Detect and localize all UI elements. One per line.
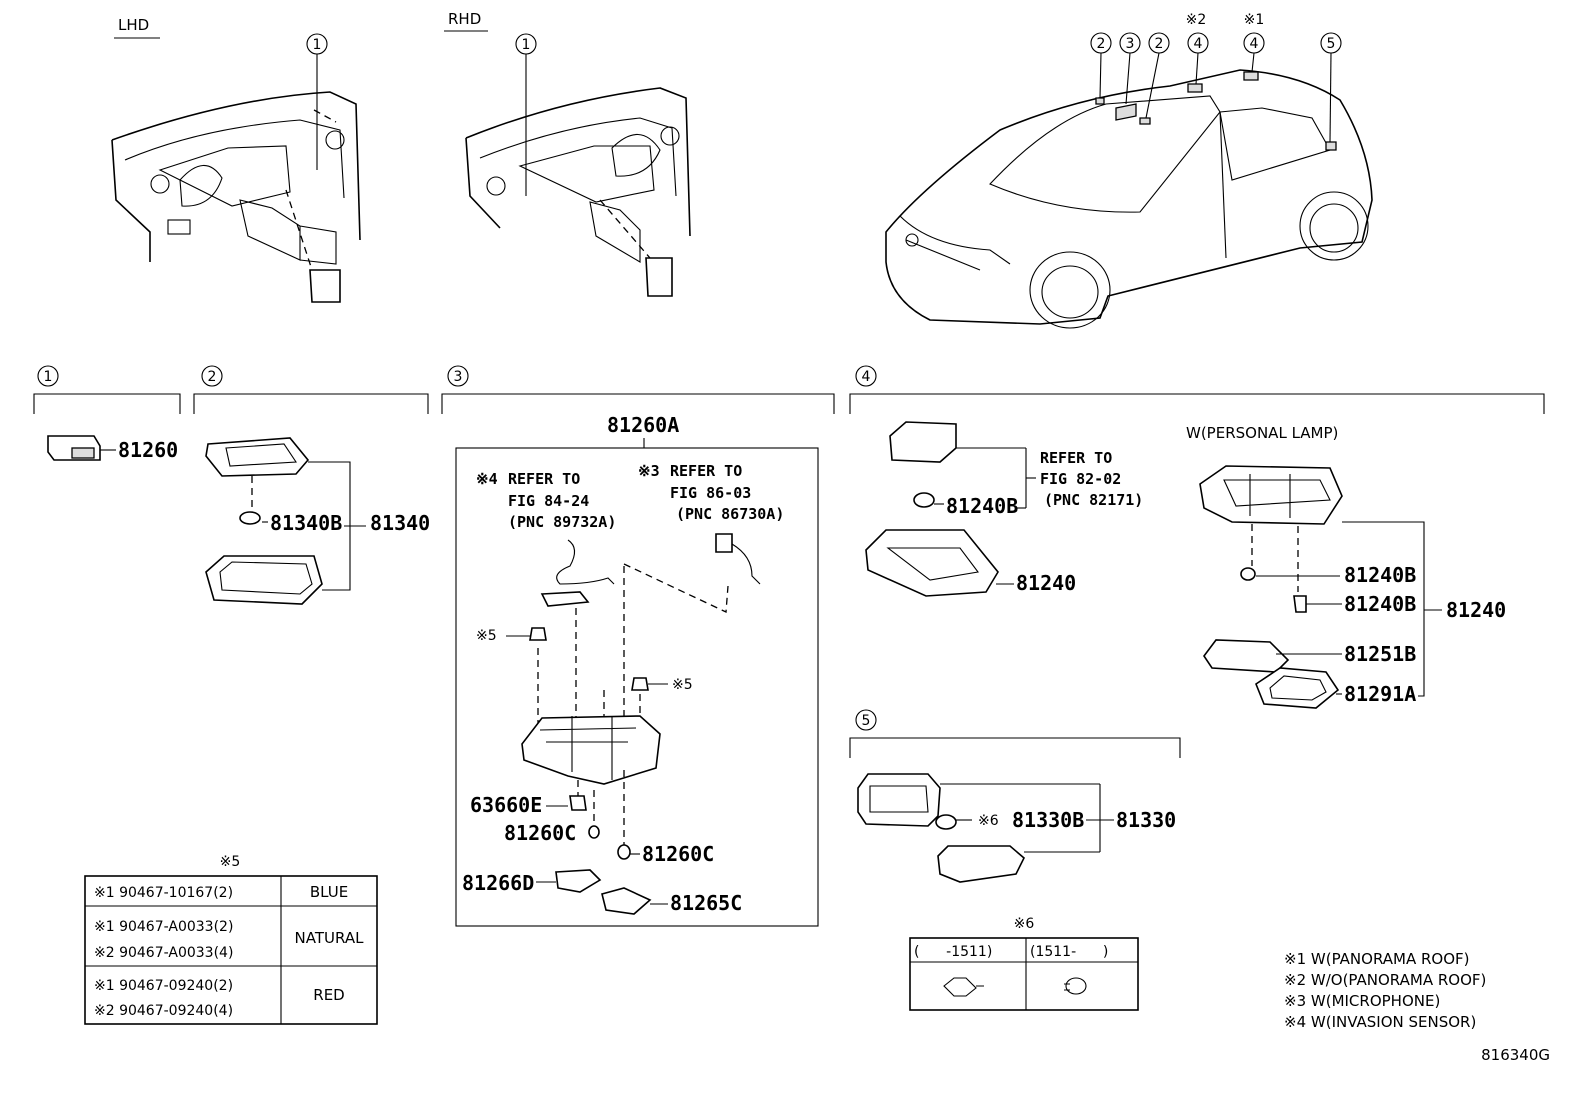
table6-title: ※6 bbox=[1014, 916, 1035, 932]
svg-text:※5: ※5 bbox=[476, 628, 497, 644]
svg-text:1: 1 bbox=[313, 37, 322, 53]
rhd-label: RHD bbox=[448, 10, 481, 28]
legend-1: ※1 W(PANORAMA ROOF) bbox=[1284, 950, 1470, 968]
table5-title: ※5 bbox=[220, 854, 241, 870]
svg-text:3: 3 bbox=[1126, 36, 1135, 52]
part-81240-b[interactable]: 81240 bbox=[1446, 598, 1506, 622]
svg-text:FIG 82-02: FIG 82-02 bbox=[1040, 470, 1121, 488]
lhd-label: LHD bbox=[118, 16, 149, 34]
table-note5: ※5 ※1 90467-10167(2) BLUE ※1 90467-A0033… bbox=[84, 854, 378, 1025]
part-81240B-b[interactable]: 81240B bbox=[1344, 563, 1416, 587]
table5-row3-color: RED bbox=[313, 986, 344, 1004]
svg-text:FIG 86-03: FIG 86-03 bbox=[670, 484, 751, 502]
part-81340B[interactable]: 81340B bbox=[270, 511, 342, 535]
svg-text:1: 1 bbox=[44, 369, 53, 385]
svg-text:3: 3 bbox=[454, 369, 463, 385]
svg-text:※5: ※5 bbox=[672, 677, 693, 693]
svg-text:4: 4 bbox=[1194, 36, 1203, 52]
part-81260C-b[interactable]: 81260C bbox=[642, 842, 714, 866]
svg-text:※6: ※6 bbox=[978, 813, 999, 829]
table5-row2-code2: ※2 90467-A0033(4) bbox=[94, 945, 233, 961]
part-81291A[interactable]: 81291A bbox=[1344, 682, 1416, 706]
svg-text:※2: ※2 bbox=[1186, 12, 1207, 28]
part-81251B[interactable]: 81251B bbox=[1344, 642, 1416, 666]
wedge-bulb-icon bbox=[1064, 977, 1087, 995]
svg-text:※4: ※4 bbox=[476, 470, 498, 488]
svg-text:(PNC 89732A): (PNC 89732A) bbox=[508, 513, 616, 531]
legend: ※1 W(PANORAMA ROOF) ※2 W/O(PANORAMA ROOF… bbox=[1284, 950, 1486, 1031]
table5-row3-code1: ※1 90467-09240(2) bbox=[94, 978, 233, 994]
section-3: 3 81260A ※4 REFER TO FIG 84-24 (PNC 8973… bbox=[441, 365, 835, 927]
legend-2: ※2 W/O(PANORAMA ROOF) bbox=[1284, 971, 1486, 989]
legend-4: ※4 W(INVASION SENSOR) bbox=[1284, 1013, 1476, 1031]
table5-row2-code1: ※1 90467-A0033(2) bbox=[94, 919, 233, 935]
svg-text:4: 4 bbox=[862, 369, 871, 385]
part-81265C[interactable]: 81265C bbox=[670, 891, 742, 915]
svg-text:4: 4 bbox=[1250, 36, 1259, 52]
table5-row1-code1: ※1 90467-10167(2) bbox=[94, 885, 233, 901]
table-note6: ※6 ( -1511) (1511- ) bbox=[909, 916, 1139, 1011]
svg-text:2: 2 bbox=[1155, 36, 1164, 52]
svg-text:※1: ※1 bbox=[1244, 12, 1265, 28]
part-63660E[interactable]: 63660E bbox=[470, 793, 542, 817]
table6-header-2: (1511- ) bbox=[1030, 944, 1108, 960]
svg-text:※3: ※3 bbox=[638, 462, 660, 480]
table5-row3-code2: ※2 90467-09240(4) bbox=[94, 1003, 233, 1019]
section-2: 2 81340B 81340 bbox=[193, 365, 430, 605]
svg-text:(PNC 82171): (PNC 82171) bbox=[1044, 491, 1143, 509]
table5-row2-color: NATURAL bbox=[295, 929, 365, 947]
svg-text:REFER TO: REFER TO bbox=[1040, 449, 1112, 467]
lhd-dashboard-view: LHD 1 bbox=[111, 16, 361, 303]
part-81266D[interactable]: 81266D bbox=[462, 871, 534, 895]
svg-text:2: 2 bbox=[208, 369, 217, 385]
legend-3: ※3 W(MICROPHONE) bbox=[1284, 992, 1440, 1010]
part-81260[interactable]: 81260 bbox=[118, 438, 178, 462]
svg-text:REFER TO: REFER TO bbox=[508, 470, 580, 488]
part-81240-a[interactable]: 81240 bbox=[1016, 571, 1076, 595]
section-4: 4 REFER TO FIG 82-02 (PNC 82171) 81240B … bbox=[849, 365, 1545, 709]
part-81330[interactable]: 81330 bbox=[1116, 808, 1176, 832]
section-1: 1 81260 bbox=[33, 365, 181, 462]
part-81260C-a[interactable]: 81260C bbox=[504, 821, 576, 845]
rhd-dashboard-view: RHD 1 bbox=[444, 10, 691, 297]
part-81260A[interactable]: 81260A bbox=[607, 413, 679, 437]
svg-text:1: 1 bbox=[522, 37, 531, 53]
personal-lamp-label: W(PERSONAL LAMP) bbox=[1186, 424, 1338, 442]
part-81340[interactable]: 81340 bbox=[370, 511, 430, 535]
part-81240B-a[interactable]: 81240B bbox=[946, 494, 1018, 518]
svg-text:5: 5 bbox=[1327, 36, 1336, 52]
svg-text:REFER TO: REFER TO bbox=[670, 462, 742, 480]
figure-id: 816340G bbox=[1481, 1046, 1550, 1064]
svg-text:(PNC 86730A): (PNC 86730A) bbox=[676, 505, 784, 523]
part-81330B[interactable]: 81330B bbox=[1012, 808, 1084, 832]
svg-text:FIG 84-24: FIG 84-24 bbox=[508, 492, 589, 510]
table5-row1-color: BLUE bbox=[310, 883, 348, 901]
car-markers: 2 3 2 4 4 5 ※2 ※1 bbox=[1090, 12, 1342, 143]
festoon-bulb-icon bbox=[943, 977, 984, 997]
part-81240B-c[interactable]: 81240B bbox=[1344, 592, 1416, 616]
table6-header-1: ( -1511) bbox=[914, 944, 992, 960]
car-view: 2 3 2 4 4 5 ※2 ※1 bbox=[885, 12, 1373, 329]
section-5: 5 ※6 81330B 81330 bbox=[849, 709, 1181, 883]
svg-text:2: 2 bbox=[1097, 36, 1106, 52]
svg-text:5: 5 bbox=[862, 713, 871, 729]
